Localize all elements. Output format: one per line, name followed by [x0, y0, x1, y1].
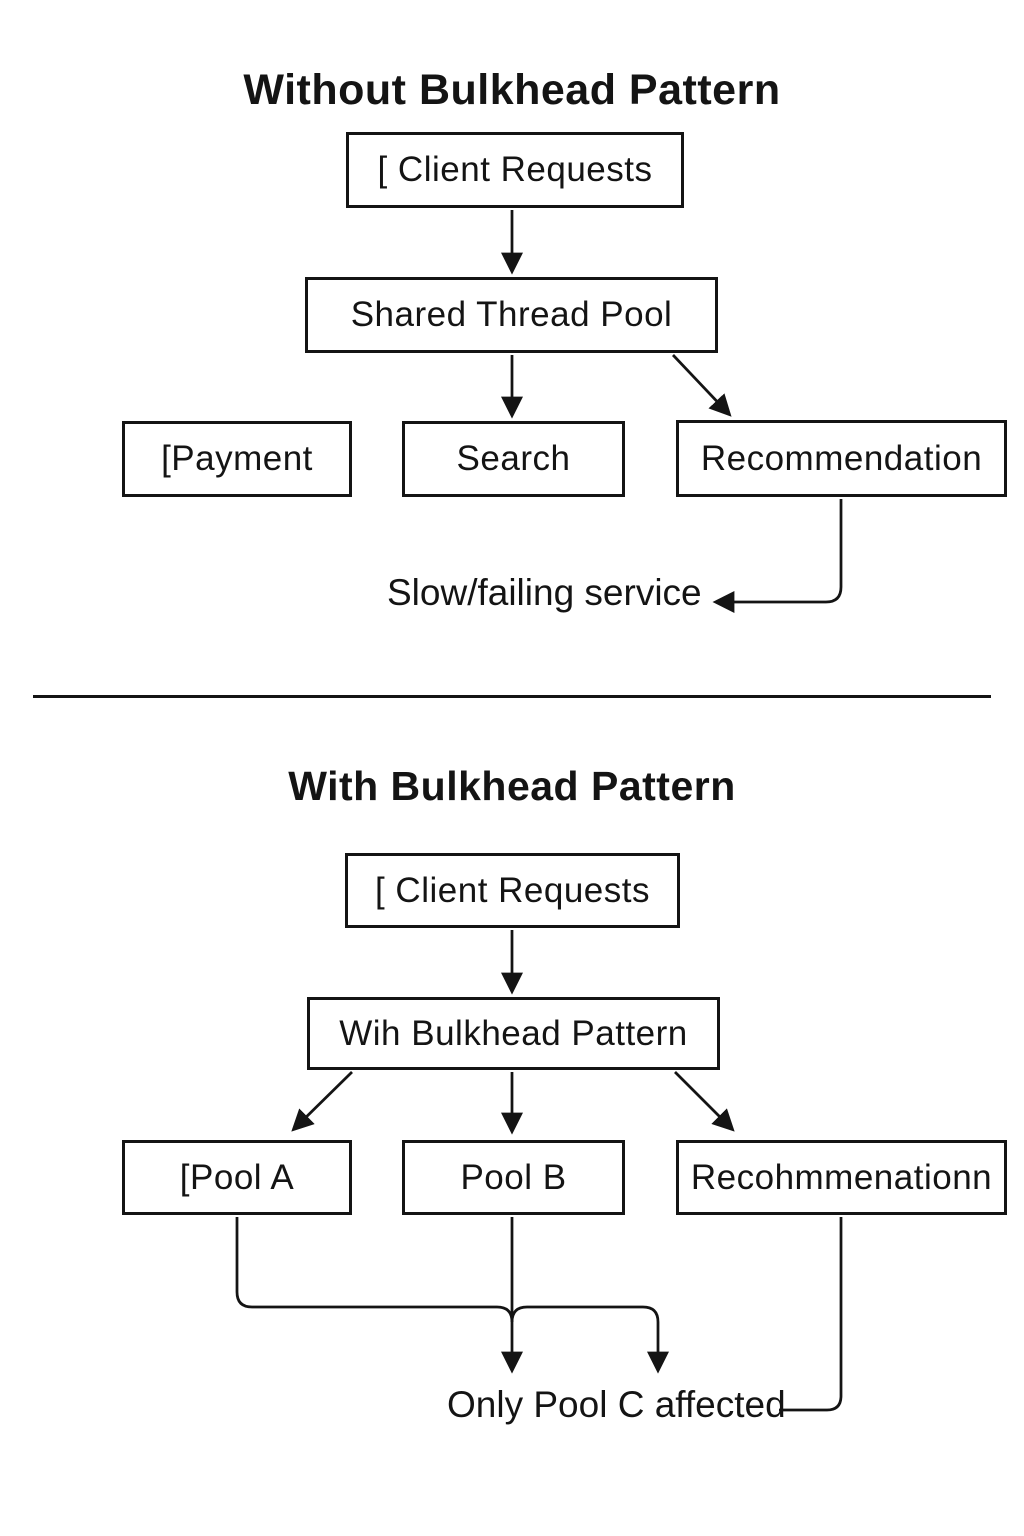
client-requests-box-bottom: [ Client Requests — [345, 853, 680, 928]
arrow-branch-right-down — [510, 1305, 669, 1374]
arrow-bulkhead-to-recommendation2 — [674, 1071, 735, 1132]
connector-pool-a-merge — [235, 1217, 514, 1323]
recommendation-box: Recommendation — [676, 420, 1007, 497]
pool-a-box: [Pool A — [122, 1140, 352, 1215]
title-without-bulkhead: Without Bulkhead Pattern — [243, 66, 781, 114]
bulkhead-pattern-box: Wih Bulkhead Pattern — [307, 997, 720, 1070]
section-divider — [33, 695, 991, 698]
pool-b-box: Pool B — [402, 1140, 625, 1215]
only-pool-c-affected-label: Only Pool C affected — [447, 1384, 786, 1425]
arrow-shared-pool-to-recommendation — [672, 354, 732, 417]
payment-box: [Payment — [122, 421, 352, 497]
arrow-bulkhead-to-pool-a — [291, 1071, 353, 1132]
client-requests-box-top: [ Client Requests — [346, 132, 684, 208]
recommendation2-box: Recohmmenationn — [676, 1140, 1007, 1215]
connector-recommendation2-to-note — [779, 1217, 843, 1412]
search-box: Search — [402, 421, 625, 497]
title-with-bulkhead: With Bulkhead Pattern — [288, 763, 736, 809]
arrow-recommendation-to-slow-service — [712, 499, 843, 613]
shared-thread-pool-box: Shared Thread Pool — [305, 277, 718, 353]
slow-failing-service-label: Slow/failing service — [387, 572, 702, 613]
